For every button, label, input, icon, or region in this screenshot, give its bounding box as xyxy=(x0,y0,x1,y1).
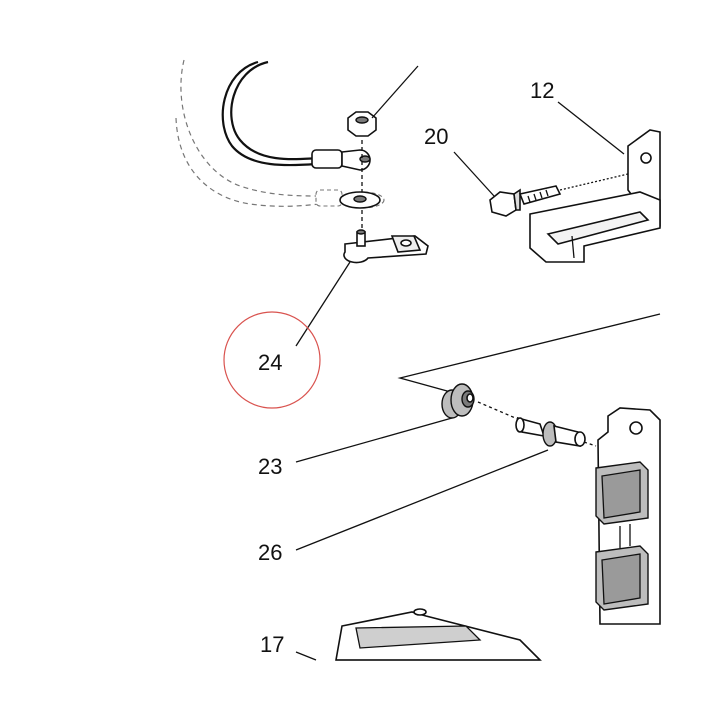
control-module xyxy=(595,407,661,625)
leader-20 xyxy=(453,151,495,197)
grommet-23 xyxy=(441,383,475,419)
callout-24: 24 xyxy=(258,350,282,375)
flange-nut xyxy=(347,111,377,137)
sleeve-26 xyxy=(515,416,586,447)
callout-23: 23 xyxy=(258,454,282,479)
nut-leader xyxy=(371,65,419,119)
sleeve-axis xyxy=(583,441,597,447)
ground-bracket-24 xyxy=(343,229,429,264)
grommet-axis xyxy=(477,401,521,421)
leader-17 xyxy=(295,651,317,661)
washer xyxy=(339,191,381,209)
component-17 xyxy=(335,608,542,661)
module-outline xyxy=(397,313,661,395)
leader-26 xyxy=(295,449,549,551)
ground-cable-solid xyxy=(221,60,371,171)
mounting-bracket-12 xyxy=(529,129,661,263)
callout-20: 20 xyxy=(424,124,448,149)
highlight-circle xyxy=(223,311,321,409)
callout-17: 17 xyxy=(260,632,284,657)
callout-12: 12 xyxy=(530,78,554,103)
leader-12 xyxy=(557,101,625,155)
leader-24 xyxy=(295,261,351,347)
callout-26: 26 xyxy=(258,540,282,565)
bolt-axis xyxy=(559,173,629,191)
bolt-20 xyxy=(489,185,562,217)
leader-23 xyxy=(295,417,453,463)
